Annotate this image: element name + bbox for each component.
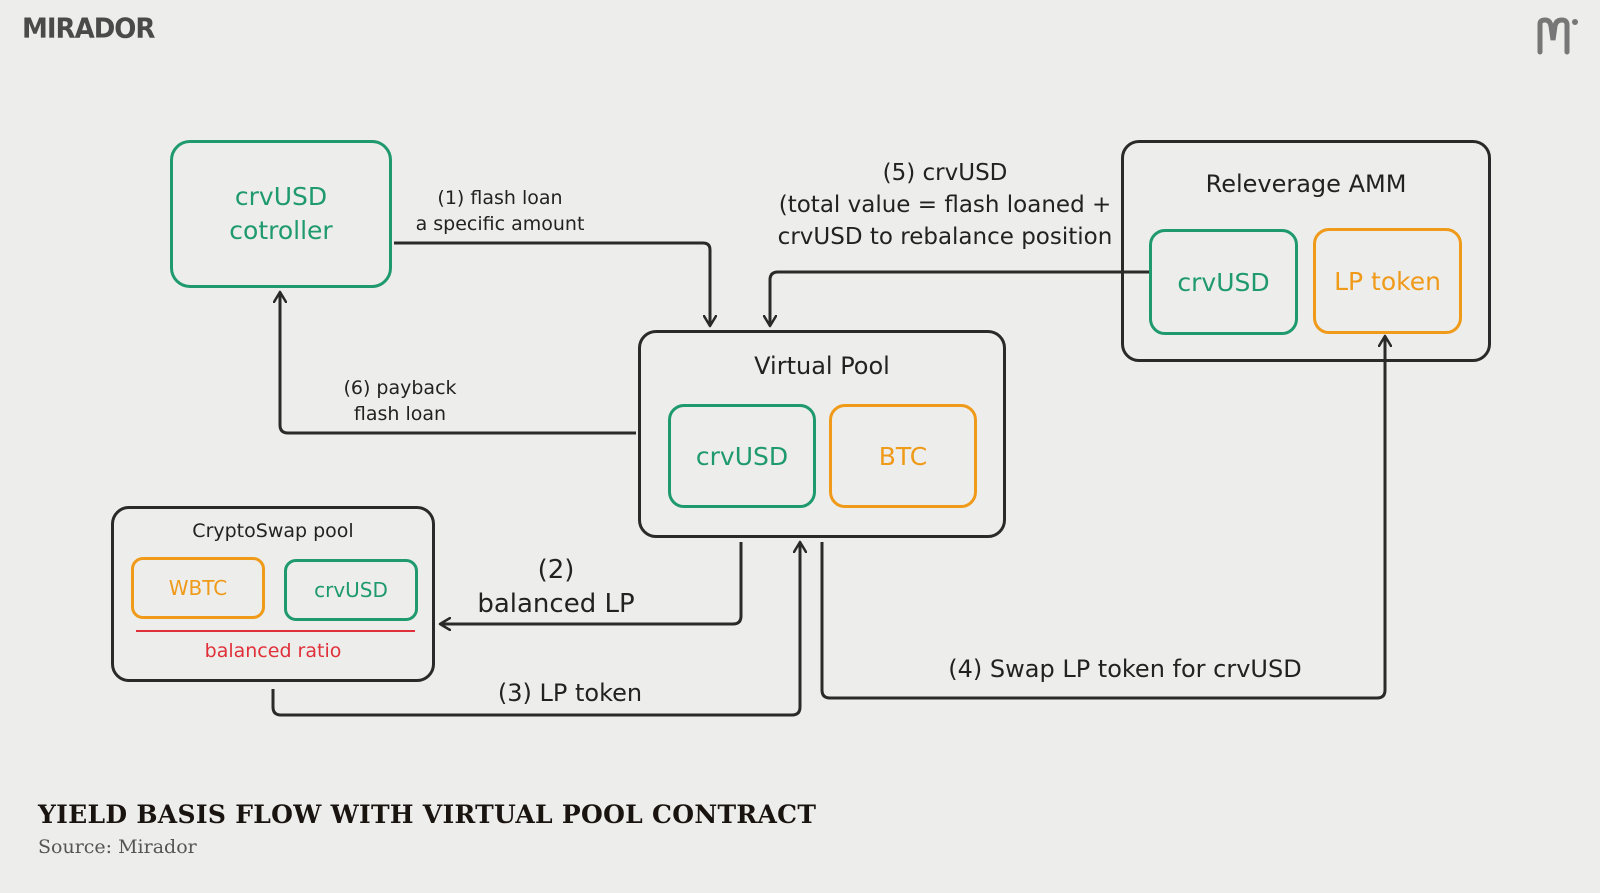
- releverage-amm-node: [1121, 140, 1491, 362]
- step3-label: (3) LP token: [497, 679, 643, 707]
- step2-label: (2) balanced LP: [460, 553, 652, 621]
- mirador-mark-icon: [1537, 17, 1578, 55]
- virtual-pool-btc-token: BTC: [829, 404, 977, 508]
- cryptoswap-crvusd-token: crvUSD: [284, 559, 418, 621]
- virtual-pool-node: [638, 330, 1006, 538]
- brand-logo: MIRADOR: [22, 13, 155, 45]
- controller-label-line1: crvUSD: [234, 182, 328, 211]
- releverage-crvusd-token: crvUSD: [1149, 229, 1298, 335]
- step5-line2: (total value = flash loaned +: [778, 192, 1112, 218]
- step5-label: (5) crvUSD (total value = flash loaned +…: [770, 157, 1120, 253]
- step5-line3: crvUSD to rebalance position: [777, 224, 1113, 250]
- cryptoswap-pool-node: [111, 506, 435, 682]
- edge-balanced-lp: [440, 542, 743, 624]
- edge-crvusd-return: [770, 270, 1150, 326]
- source-caption: Source: Mirador: [38, 836, 197, 858]
- step6-label: (6) payback flash loan: [320, 375, 480, 427]
- crvusd-controller-node: crvUSD cotroller: [170, 140, 392, 288]
- controller-label-line2: cotroller: [229, 216, 333, 245]
- step1-label: (1) flash loan a specific amount: [400, 185, 600, 237]
- edge-lp-token: [271, 542, 800, 717]
- balanced-ratio-note: balanced ratio: [204, 640, 342, 662]
- step2-line1: (2): [537, 555, 575, 585]
- cryptoswap-pool-title: CryptoSwap pool: [192, 520, 354, 542]
- step1-line2: a specific amount: [415, 213, 585, 235]
- step5-line1: (5) crvUSD: [882, 160, 1008, 186]
- edge-swap-lp: [820, 336, 1385, 700]
- page-title: YIELD BASIS FLOW WITH VIRTUAL POOL CONTR…: [38, 800, 817, 829]
- step4-label: (4) Swap LP token for crvUSD: [948, 655, 1302, 683]
- edge-flash-loan: [394, 241, 710, 326]
- step6-line2: flash loan: [353, 403, 447, 425]
- step2-line2: balanced LP: [477, 589, 635, 619]
- releverage-amm-title: Releverage AMM: [1205, 170, 1407, 198]
- step1-line1: (1) flash loan: [437, 187, 563, 209]
- cryptoswap-wbtc-token: WBTC: [131, 557, 265, 619]
- edge-payback: [280, 292, 636, 435]
- virtual-pool-title: Virtual Pool: [754, 352, 890, 380]
- virtual-pool-crvusd-token: crvUSD: [668, 404, 816, 508]
- releverage-lp-token: LP token: [1313, 228, 1462, 334]
- step6-line1: (6) payback: [343, 377, 457, 399]
